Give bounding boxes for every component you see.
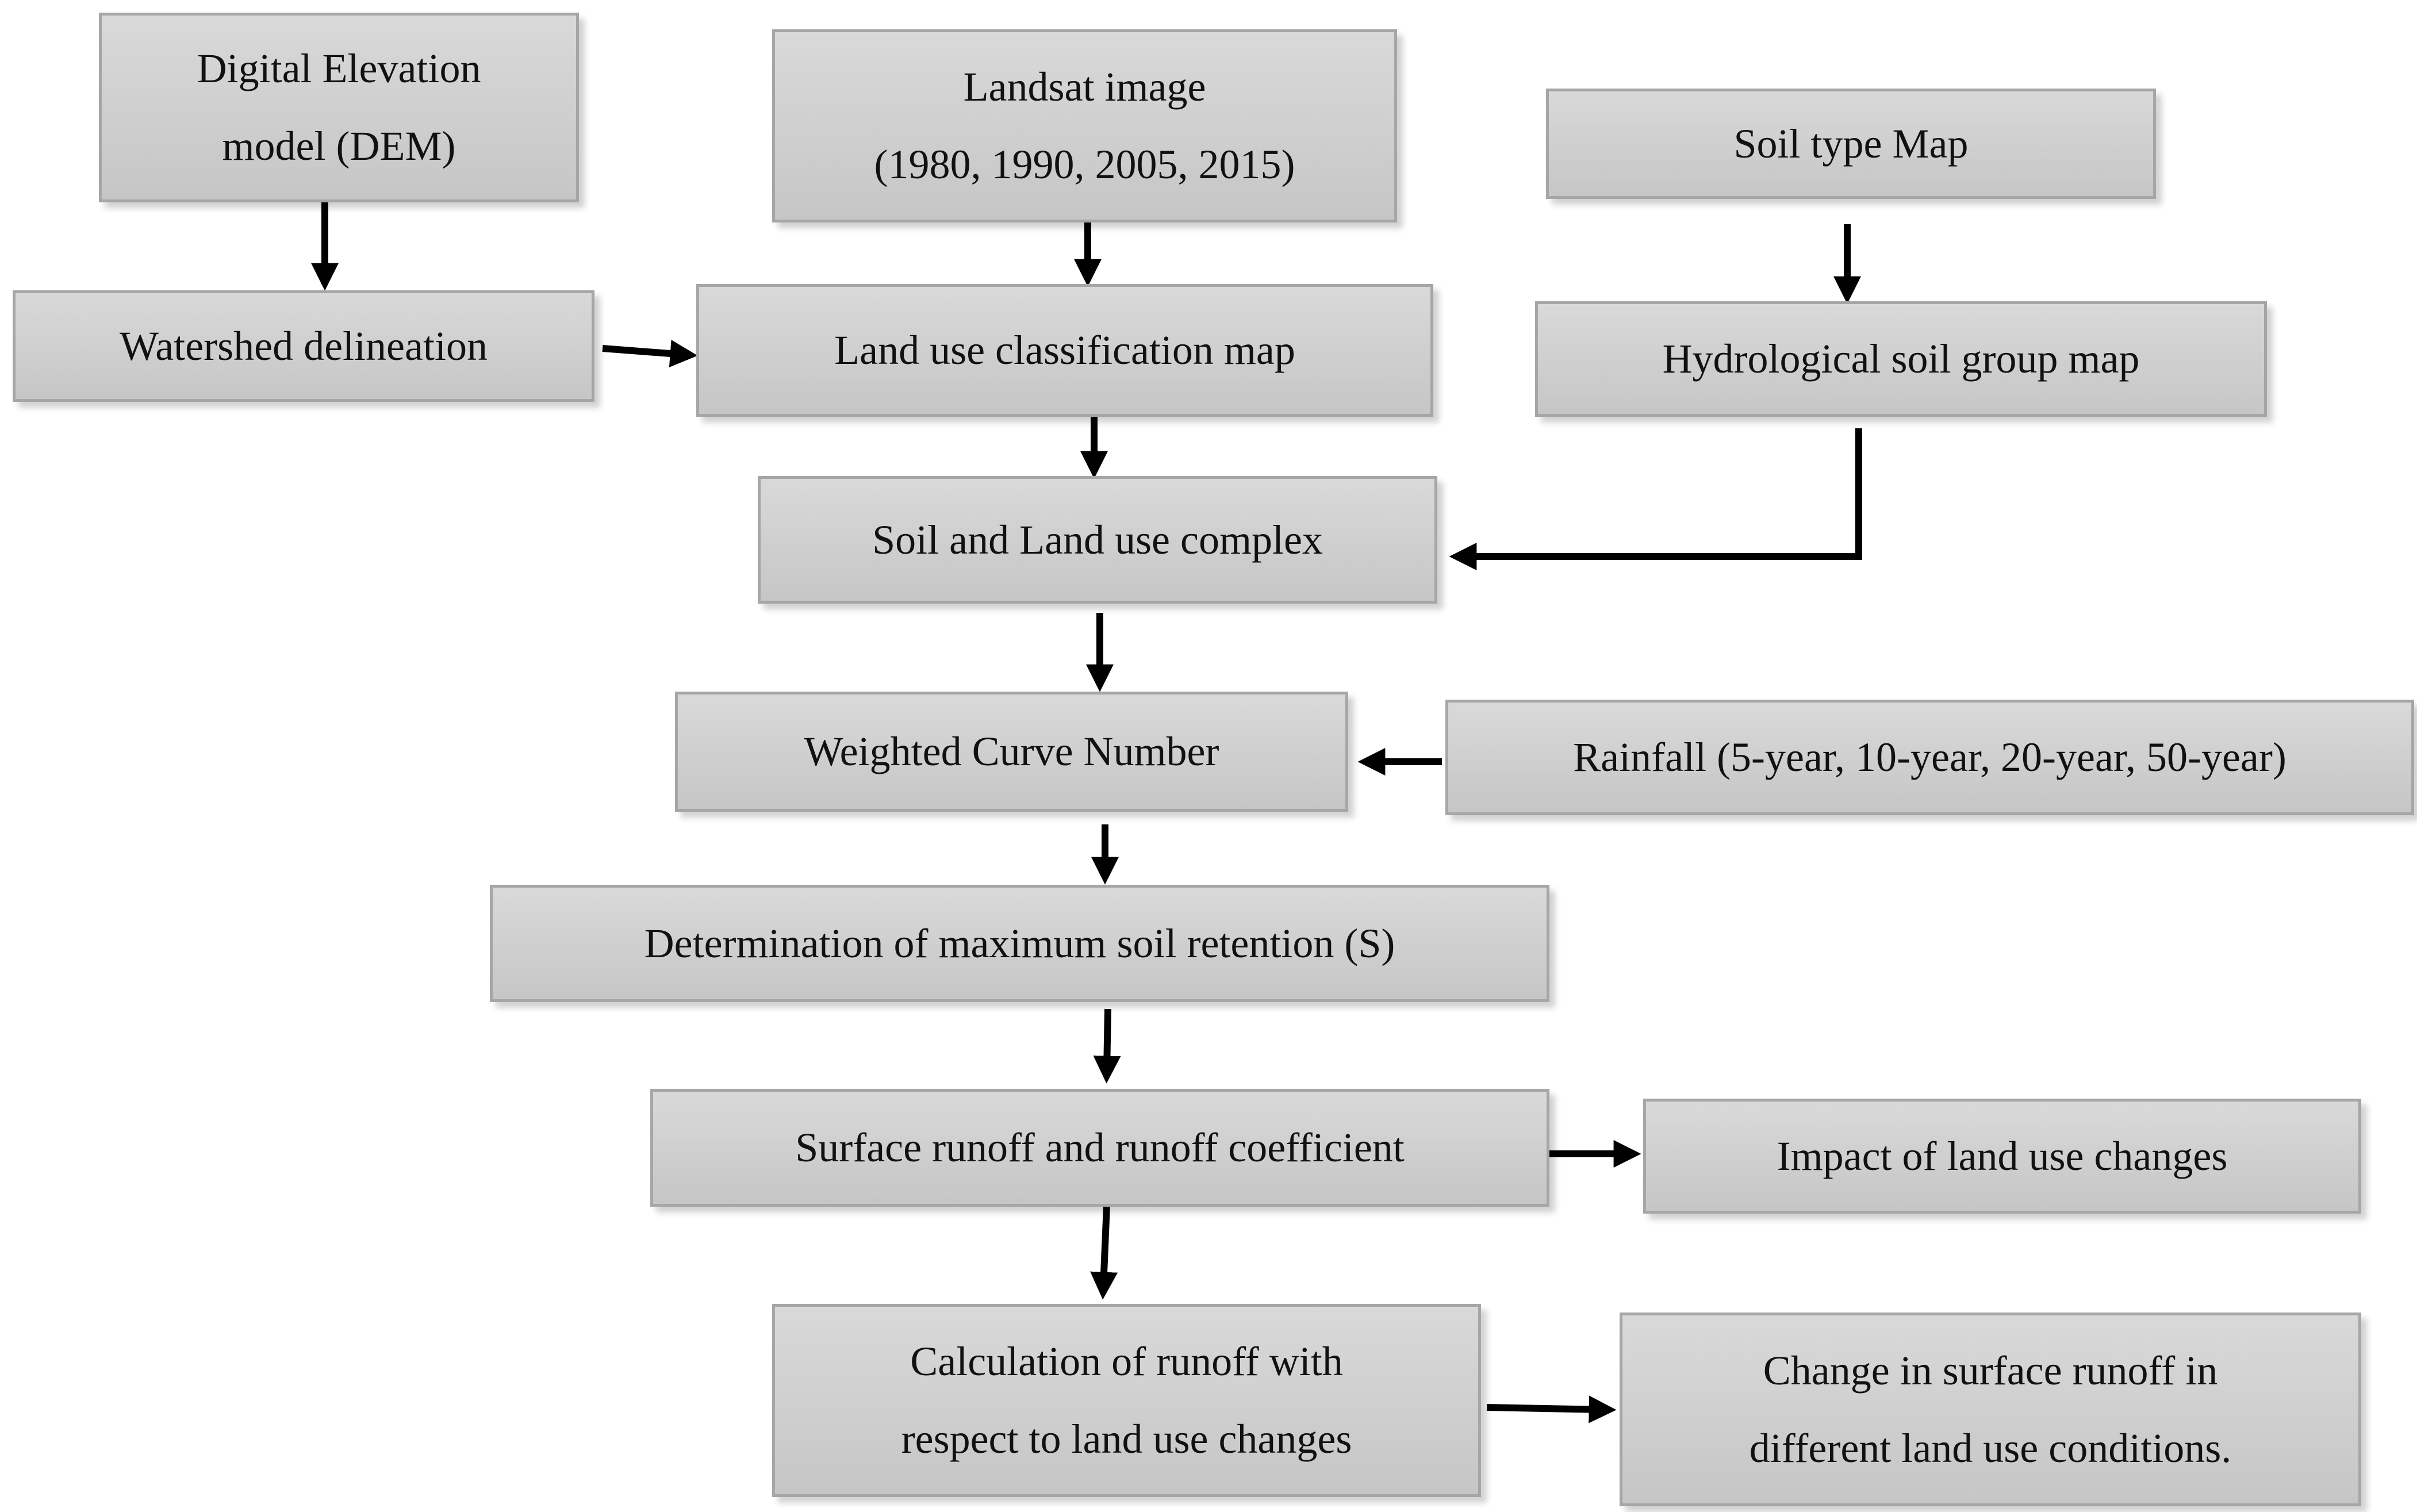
node-land-use-map: Land use classification map: [696, 284, 1433, 417]
arrow-calc-to-change: [1486, 1395, 1617, 1423]
node-surface-runoff-label: Surface runoff and runoff coefficient: [795, 1125, 1405, 1171]
node-impact-land-use: Impact of land use changes: [1643, 1099, 2361, 1214]
node-soil-land-complex: Soil and Land use complex: [758, 476, 1437, 604]
node-rainfall: Rainfall (5-year, 10-year, 20-year, 50-y…: [1445, 700, 2414, 815]
node-soil-type-map: Soil type Map: [1546, 89, 2156, 199]
node-dem: Digital Elevation model (DEM): [99, 13, 579, 202]
node-watershed-delineation: Watershed delineation: [13, 290, 594, 402]
node-watershed-delineation-label: Watershed delineation: [120, 323, 488, 369]
node-soil-land-complex-label: Soil and Land use complex: [872, 516, 1323, 563]
node-impact-land-use-label: Impact of land use changes: [1777, 1133, 2228, 1179]
node-soil-type-map-label: Soil type Map: [1733, 120, 1969, 167]
node-weighted-curve-number: Weighted Curve Number: [675, 692, 1348, 812]
arrow-hydro-to-complex: [1449, 428, 1862, 570]
node-surface-runoff: Surface runoff and runoff coefficient: [650, 1089, 1549, 1207]
node-change-surface-runoff: Change in surface runoff in different la…: [1620, 1313, 2361, 1506]
node-dem-label: Digital Elevation model (DEM): [197, 45, 481, 169]
node-hydrological-soil-group-label: Hydrological soil group map: [1662, 336, 2140, 382]
node-calculation-runoff: Calculation of runoff with respect to la…: [772, 1304, 1481, 1497]
node-hydrological-soil-group: Hydrological soil group map: [1535, 301, 2267, 417]
node-change-surface-runoff-label: Change in surface runoff in different la…: [1749, 1347, 2232, 1471]
arrow-surface-to-calc: [1090, 1205, 1118, 1300]
node-rainfall-label: Rainfall (5-year, 10-year, 20-year, 50-y…: [1573, 734, 2286, 780]
arrow-retention-to-surface: [1093, 1008, 1121, 1084]
node-max-soil-retention-label: Determination of maximum soil retention …: [644, 920, 1395, 966]
node-landsat-label: Landsat image (1980, 1990, 2005, 2015): [874, 64, 1295, 187]
arrow-watershed-to-landuse: [602, 340, 698, 367]
node-max-soil-retention: Determination of maximum soil retention …: [490, 885, 1549, 1002]
node-land-use-map-label: Land use classification map: [834, 327, 1295, 373]
node-calculation-runoff-label: Calculation of runoff with respect to la…: [901, 1338, 1352, 1462]
node-landsat: Landsat image (1980, 1990, 2005, 2015): [772, 29, 1397, 222]
node-weighted-curve-number-label: Weighted Curve Number: [804, 728, 1219, 774]
